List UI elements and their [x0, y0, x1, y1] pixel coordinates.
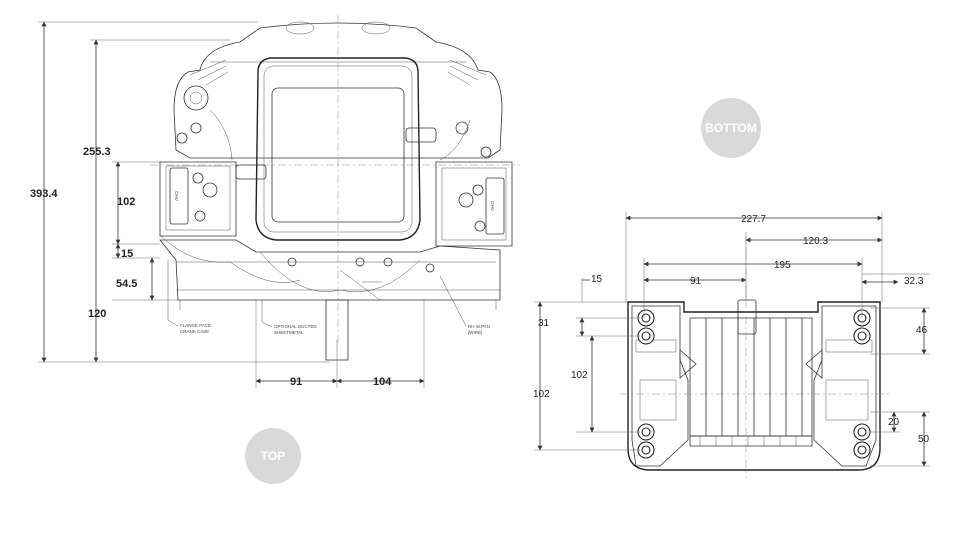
front-view: OHV OHV [30, 15, 520, 388]
dim-195: 195 [774, 260, 791, 271]
dim-120-3: 120.3 [803, 236, 828, 247]
dim-91-bottom: 91 [690, 276, 702, 287]
bottom-view: 227.7 120.3 195 91 32.3 15 31 102 102 46… [533, 212, 930, 478]
dim-32-3: 32.3 [904, 276, 924, 287]
dim-50: 50 [918, 434, 930, 445]
right-head-logo: OHV [490, 201, 495, 211]
dim-104: 104 [373, 376, 392, 388]
note-ducted-2: SHEETMETAL [274, 330, 304, 335]
bottom-view-badge: BOTTOM [701, 98, 761, 158]
dim-46: 46 [916, 325, 928, 336]
dim-15-bottom: 15 [591, 274, 603, 285]
dim-102-outer: 102 [533, 389, 550, 400]
note-flange-2: CRANK CASE [180, 329, 209, 334]
dim-102-inner: 102 [571, 370, 588, 381]
dim-15: 15 [121, 248, 133, 260]
dim-255-3: 255.3 [83, 146, 111, 158]
dim-227-7: 227.7 [741, 214, 766, 225]
dim-91-front: 91 [290, 376, 302, 388]
dim-102: 102 [117, 196, 135, 208]
note-flange-1: FLANGE FACE [180, 323, 211, 328]
crankcase-base [159, 239, 501, 301]
mounting-base-outline [627, 301, 881, 471]
air-filter-housing [255, 57, 421, 241]
note-ducted-1: OPTIONAL DUCTED [274, 324, 317, 329]
left-head-logo: OHV [174, 191, 179, 201]
dim-54-5: 54.5 [116, 278, 137, 290]
note-wires-1: RH W.PAN [468, 324, 490, 329]
dim-20: 20 [888, 417, 900, 428]
note-wires-2: [WIRE] [468, 330, 482, 335]
dim-31: 31 [538, 318, 550, 329]
right-cylinder-head: OHV [435, 119, 513, 247]
dim-393-4: 393.4 [30, 188, 58, 200]
dim-120: 120 [88, 308, 106, 320]
top-badge-label: TOP [261, 449, 285, 463]
top-view-badge: TOP [245, 428, 301, 484]
left-cylinder-head: OHV [159, 85, 237, 237]
bottom-badge-label: BOTTOM [705, 121, 757, 135]
engine-shroud [173, 22, 503, 159]
